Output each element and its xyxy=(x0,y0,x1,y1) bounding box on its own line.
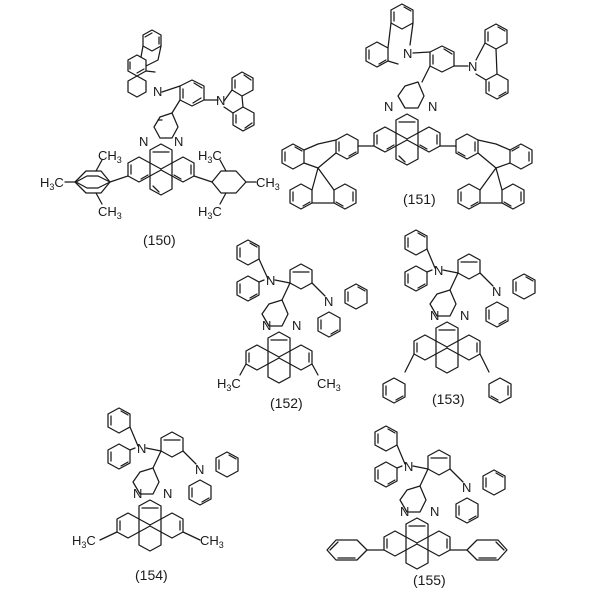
atom-n: N xyxy=(195,462,204,477)
methyl-label: H3C xyxy=(198,148,222,165)
atom-n: N xyxy=(430,504,439,519)
atom-n: N xyxy=(324,294,333,309)
compound-152: N N N N H3C CH3 (152) xyxy=(217,239,368,411)
atom-n: N xyxy=(262,318,271,333)
methyl-label: H3C xyxy=(217,376,241,393)
atom-n: N xyxy=(460,308,469,323)
compound-label-151: (151) xyxy=(403,191,436,207)
methyl-label: CH3 xyxy=(317,376,341,393)
compound-150: N N N N xyxy=(40,29,280,248)
atom-n: N xyxy=(400,504,409,519)
methyl-label: H3C xyxy=(40,175,64,192)
atom-n: N xyxy=(492,284,501,299)
methyl-label: CH3 xyxy=(98,204,122,221)
atom-n: N xyxy=(153,84,162,99)
compound-label-154: (154) xyxy=(135,567,168,583)
atom-n: N xyxy=(434,263,443,278)
atom-n: N xyxy=(137,441,146,456)
atom-n: N xyxy=(384,99,393,114)
compound-label-155: (155) xyxy=(413,572,446,588)
methyl-label: CH3 xyxy=(256,175,280,192)
methyl-label: H3C xyxy=(198,204,222,221)
atom-n: N xyxy=(133,486,142,501)
compound-label-153: (153) xyxy=(432,391,465,407)
methyl-label: H3C xyxy=(72,533,96,550)
compound-label-152: (152) xyxy=(270,395,303,411)
atom-n: N xyxy=(404,459,413,474)
atom-n: N xyxy=(428,99,437,114)
atom-n: N xyxy=(216,93,225,108)
atom-n: N xyxy=(139,134,148,149)
atom-n: N xyxy=(174,134,183,149)
methyl-label: CH3 xyxy=(200,533,224,550)
compound-151: N N N N xyxy=(281,3,533,210)
compound-154: N N N N H3C CH3 (154) xyxy=(72,407,239,583)
atom-n: N xyxy=(292,318,301,333)
atom-n: N xyxy=(468,59,477,74)
compound-label-150: (150) xyxy=(143,232,176,248)
atom-n: N xyxy=(403,46,412,61)
compound-155: N N N N (155) xyxy=(326,425,508,588)
atom-n: N xyxy=(430,308,439,323)
methyl-label: CH3 xyxy=(98,148,122,165)
atom-n: N xyxy=(266,273,275,288)
compound-153: N N N N (153) xyxy=(382,229,536,407)
atom-n: N xyxy=(462,480,471,495)
atom-n: N xyxy=(163,486,172,501)
